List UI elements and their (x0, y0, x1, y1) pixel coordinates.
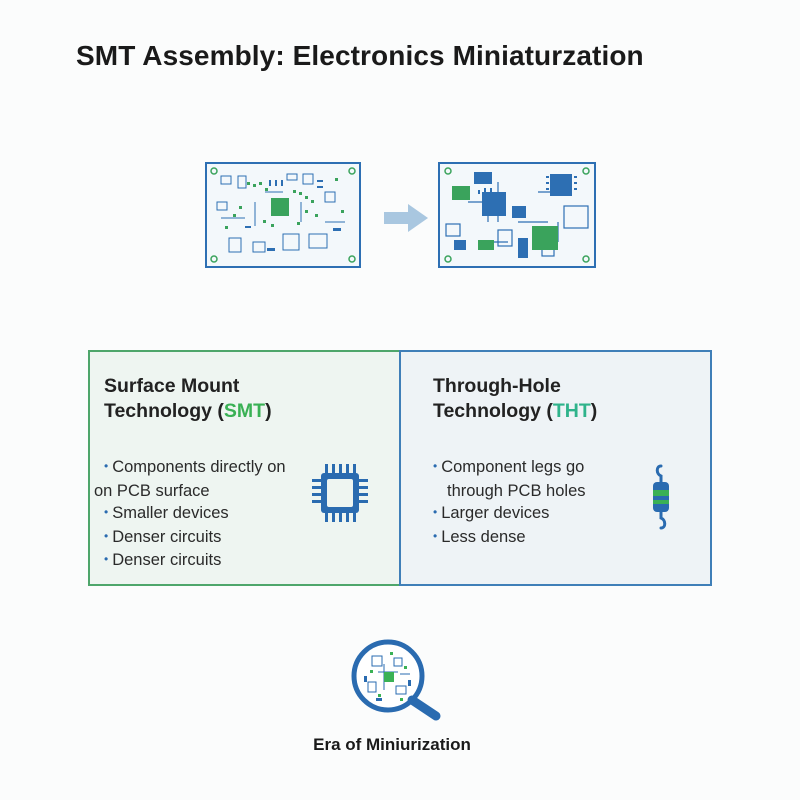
smt-heading-suffix: ) (265, 400, 272, 422)
tht-heading-prefix: Technology ( (433, 400, 553, 422)
smt-bullet-list: •Components directly on on PCB surface •… (94, 456, 286, 573)
list-item: •Component legs go (433, 458, 585, 476)
smt-heading-prefix: Technology ( (104, 400, 224, 422)
page-title: SMT Assembly: Electronics Miniaturzation (76, 40, 644, 71)
tht-heading-line1: Through-Hole (433, 375, 561, 397)
tht-heading: Through-Hole Technology (THT) (433, 374, 597, 424)
smt-heading-line1: Surface Mount (104, 375, 240, 397)
tht-bullet-list: •Component legs go through PCB holes •La… (433, 456, 586, 549)
list-item: •Denser circuits (104, 527, 222, 546)
magnifier-pcb-icon (350, 638, 446, 729)
dense-pcb-icon (205, 162, 361, 268)
smt-heading-line2: Technology (SMT) (104, 399, 272, 424)
list-item: •Larger devices (433, 504, 550, 522)
tht-heading-suffix: ) (590, 400, 598, 422)
list-item: •Denser circuits (104, 551, 222, 569)
tht-panel: Through-Hole Technology (THT) •Component… (399, 350, 712, 586)
list-item: •Components directly on (104, 458, 286, 476)
smt-panel: Surface Mount Technology (SMT) •Componen… (88, 350, 401, 586)
component-pcb-icon (438, 162, 596, 268)
tht-acronym: THT (552, 400, 591, 422)
arrow-right-icon (384, 203, 430, 238)
list-item: on PCB surface (94, 481, 210, 500)
list-item: •Smaller devices (104, 504, 229, 522)
resistor-icon (648, 464, 674, 535)
list-item: •Less dense (433, 527, 526, 546)
footer-label: Era of Miniurization (313, 735, 471, 754)
list-item: through PCB holes (447, 481, 586, 500)
smt-acronym: SMT (223, 400, 266, 422)
microchip-icon (312, 464, 368, 527)
smt-heading: Surface Mount Technology (SMT) (104, 374, 272, 424)
tht-heading-line2: Technology (THT) (433, 399, 597, 424)
